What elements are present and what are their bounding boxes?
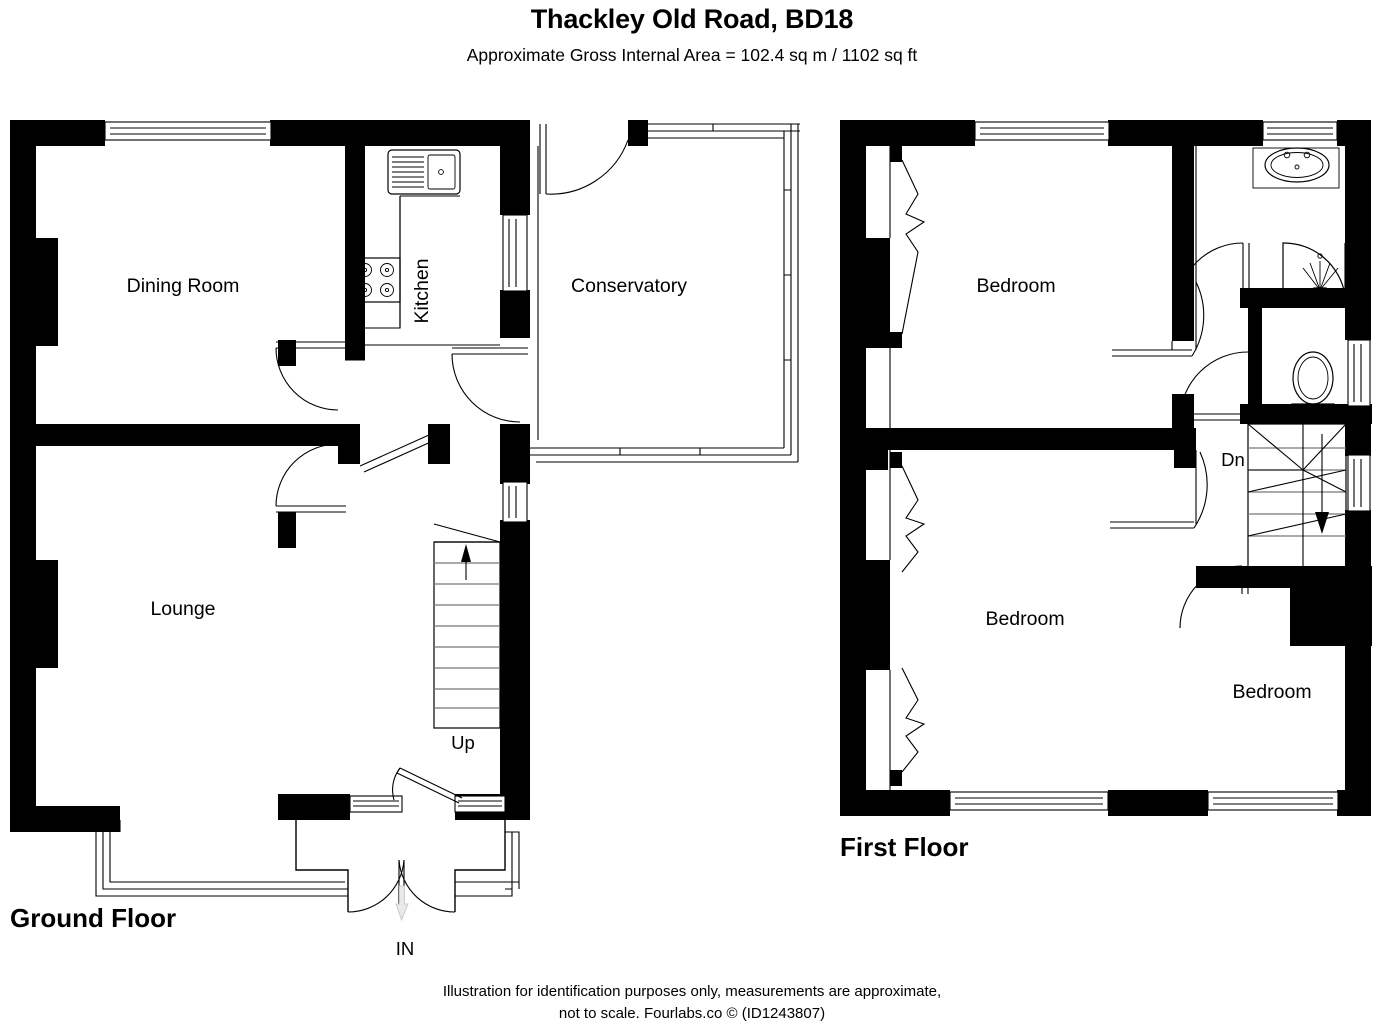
- door-hall-understairs: [359, 429, 445, 473]
- staircase-up: [433, 523, 501, 729]
- window-kitchen-side: [502, 214, 528, 292]
- door-lounge: [275, 443, 346, 513]
- ground-floor-walls: [10, 120, 648, 832]
- sink-icon: [387, 149, 461, 195]
- first-floor-doors: [1110, 242, 1259, 629]
- bathroom-fittings: [1252, 147, 1346, 421]
- door-bedroom1: [1112, 281, 1205, 357]
- window-porch-right: [454, 795, 506, 813]
- first-floor-plan: Bedroom Bedroom Bedroom Dn: [840, 120, 1372, 816]
- stairs-up-label: Up: [451, 732, 475, 753]
- window-bedroom3-bottom: [1207, 791, 1339, 811]
- ground-floor-windows: [104, 121, 528, 813]
- staircase-down: [1247, 423, 1347, 569]
- bedroom-2-label: Bedroom: [985, 608, 1064, 630]
- door-bedroom2: [1110, 451, 1208, 529]
- shower-icon: [1282, 242, 1346, 296]
- page-title: Thackley Old Road, BD18: [530, 4, 854, 34]
- footer-line-2: not to scale. Fourlabs.co © (ID1243807): [558, 1005, 826, 1022]
- first-floor-windows: [949, 121, 1371, 811]
- door-dining: [275, 341, 346, 411]
- window-landing-side: [1347, 454, 1371, 512]
- ground-floor-room-outlines: [345, 344, 500, 361]
- conservatory-label: Conservatory: [571, 275, 687, 297]
- ground-floor-doors: [275, 124, 629, 804]
- footer: Illustration for identification purposes…: [0, 981, 1384, 1025]
- door-porch-inner: [392, 767, 463, 804]
- window-bedroom1-top: [974, 121, 1110, 141]
- lounge-label: Lounge: [150, 598, 215, 620]
- conservatory-glazing: [530, 123, 800, 463]
- first-floor-alcoves: [889, 146, 926, 790]
- ground-floor-plan: Dining Room Kitchen Conservatory Lounge …: [10, 120, 800, 959]
- stairs-down-label: Dn: [1221, 449, 1245, 470]
- door-wc: [1179, 318, 1259, 421]
- footer-line-1: Illustration for identification purposes…: [442, 983, 942, 1000]
- wc-icon: [1291, 351, 1335, 421]
- basin-icon: [1252, 147, 1340, 189]
- bedroom-1-label: Bedroom: [976, 275, 1055, 297]
- window-dining-top: [104, 121, 272, 141]
- entrance-porch: [95, 820, 520, 922]
- dining-room-label: Dining Room: [127, 275, 240, 297]
- kitchen-label: Kitchen: [411, 258, 433, 323]
- ground-floor-label: Ground Floor: [10, 903, 177, 933]
- window-wc-side: [1347, 339, 1371, 407]
- window-hall-side: [502, 481, 528, 523]
- first-floor-label: First Floor: [840, 832, 969, 862]
- window-porch-left: [349, 795, 403, 813]
- page-subtitle: Approximate Gross Internal Area = 102.4 …: [466, 45, 918, 65]
- door-bedroom3: [1179, 565, 1249, 629]
- bedroom-3-label: Bedroom: [1232, 681, 1311, 703]
- door-conservatory: [539, 124, 629, 195]
- door-kitchen: [451, 347, 528, 423]
- entrance-label: IN: [396, 938, 415, 959]
- kitchen-fittings: [351, 149, 461, 329]
- window-bathroom-top: [1262, 121, 1338, 141]
- window-bedroom2-bottom: [949, 791, 1109, 811]
- first-floor-inner-outlines: [1171, 146, 1197, 524]
- first-floor-walls: [840, 120, 1372, 816]
